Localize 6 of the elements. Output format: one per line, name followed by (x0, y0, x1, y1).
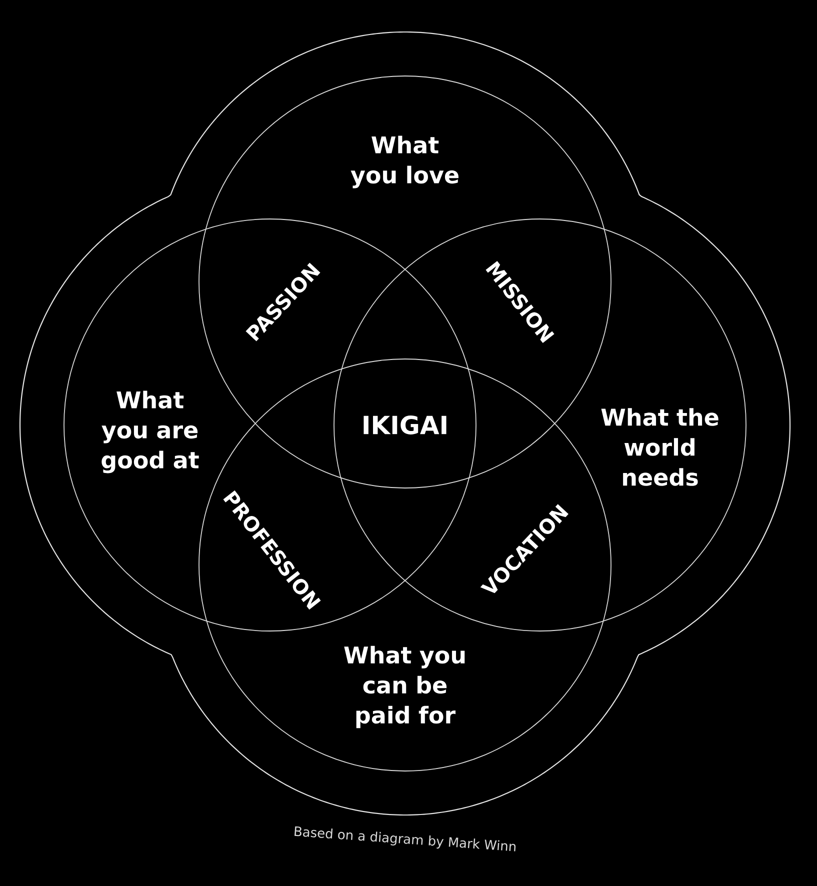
circle-label: What the world needs (601, 408, 718, 486)
region-label: IKIGAI (364, 416, 446, 434)
caption: Based on a diagram by Mark Winn (294, 826, 516, 852)
circle-label: What you are good at (102, 390, 199, 474)
circle-label: What you love (350, 136, 458, 188)
circle-label: What you can be paid for (344, 646, 465, 728)
